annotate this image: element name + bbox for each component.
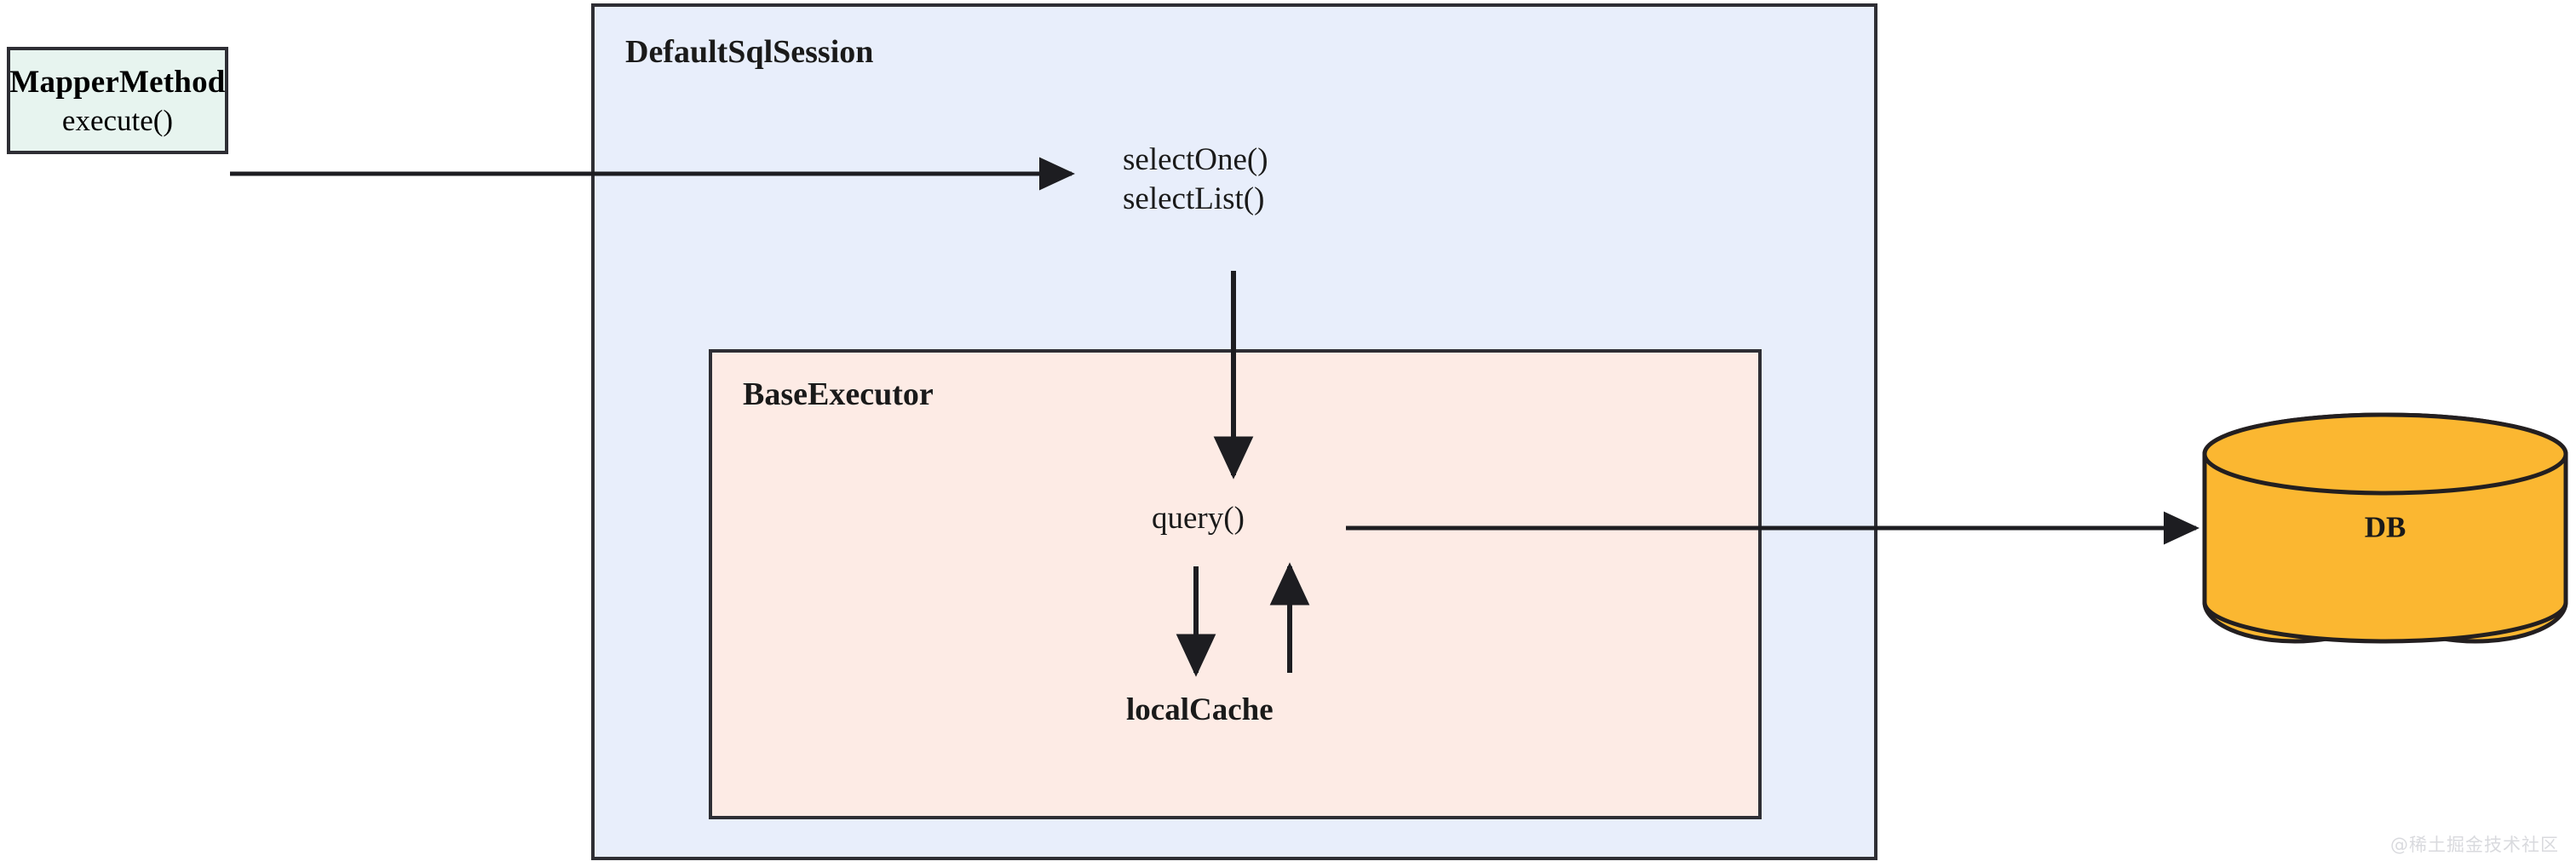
mapper-method-subtitle: execute(): [61, 103, 174, 137]
select-list-label: selectList(): [1123, 181, 1265, 216]
db-label: DB: [2364, 510, 2406, 544]
select-one-label: selectOne(): [1123, 142, 1268, 177]
default-sql-session-title: DefaultSqlSession: [625, 34, 874, 70]
db-cylinder: [2202, 412, 2568, 644]
session-methods-label: selectOne() selectList(): [1123, 141, 1268, 219]
base-executor-title: BaseExecutor: [743, 376, 934, 412]
watermark: @稀土掘金技术社区: [2390, 835, 2559, 855]
local-cache-label: localCache: [1126, 692, 1274, 727]
mapper-method-title: MapperMethod: [9, 64, 226, 100]
mapper-method-node: MapperMethod execute(): [7, 47, 228, 154]
query-method-label: query(): [1152, 501, 1245, 536]
